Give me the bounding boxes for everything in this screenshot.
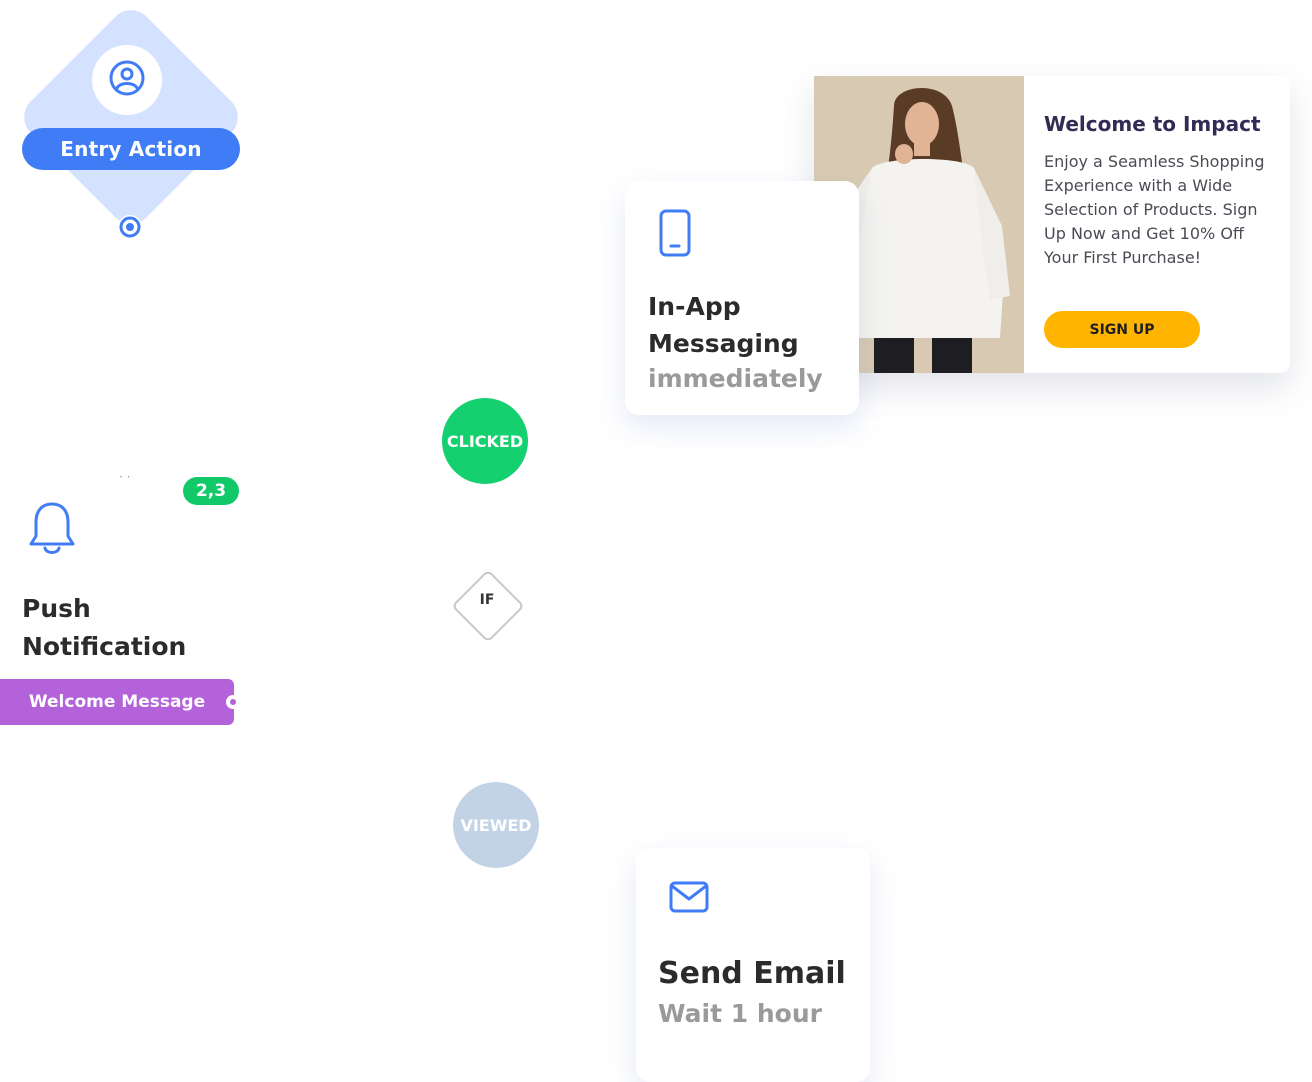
inapp-title-line1: In-App <box>648 292 741 321</box>
push-count-badge: 2,3 <box>183 477 239 505</box>
push-title-line1: Push <box>22 594 91 623</box>
push-notification-title: Push Notification <box>22 590 262 666</box>
clicked-branch[interactable]: CLICKED <box>442 398 528 484</box>
entry-node-diamond <box>15 1 247 233</box>
user-circle-icon <box>107 58 147 102</box>
bell-icon <box>28 500 76 562</box>
push-connector-dot[interactable] <box>226 695 240 709</box>
welcome-message-tag[interactable]: Welcome Message <box>0 679 234 725</box>
drag-handle-icon[interactable]: · · <box>119 470 131 484</box>
viewed-branch[interactable]: VIEWED <box>453 782 539 868</box>
inapp-messaging-node[interactable] <box>625 181 859 415</box>
push-title-line2: Notification <box>22 632 187 661</box>
preview-title: Welcome to Impact <box>1044 112 1261 136</box>
inapp-timing: immediately <box>648 364 823 393</box>
inapp-title-line2: Messaging <box>648 329 799 358</box>
entry-action-button[interactable]: Entry Action <box>22 128 240 170</box>
envelope-icon <box>668 880 710 918</box>
mobile-phone-icon <box>658 208 692 262</box>
entry-icon-holder <box>92 45 162 115</box>
entry-connector-dot[interactable] <box>118 215 142 239</box>
inapp-messaging-title: In-App Messaging <box>648 288 848 362</box>
email-timing: Wait 1 hour <box>658 999 822 1028</box>
if-condition-label: IF <box>479 592 495 608</box>
sign-up-button[interactable]: SIGN UP <box>1044 311 1200 348</box>
send-email-title: Send Email <box>658 956 846 991</box>
preview-body-text: Enjoy a Seamless Shopping Experience wit… <box>1044 152 1265 267</box>
